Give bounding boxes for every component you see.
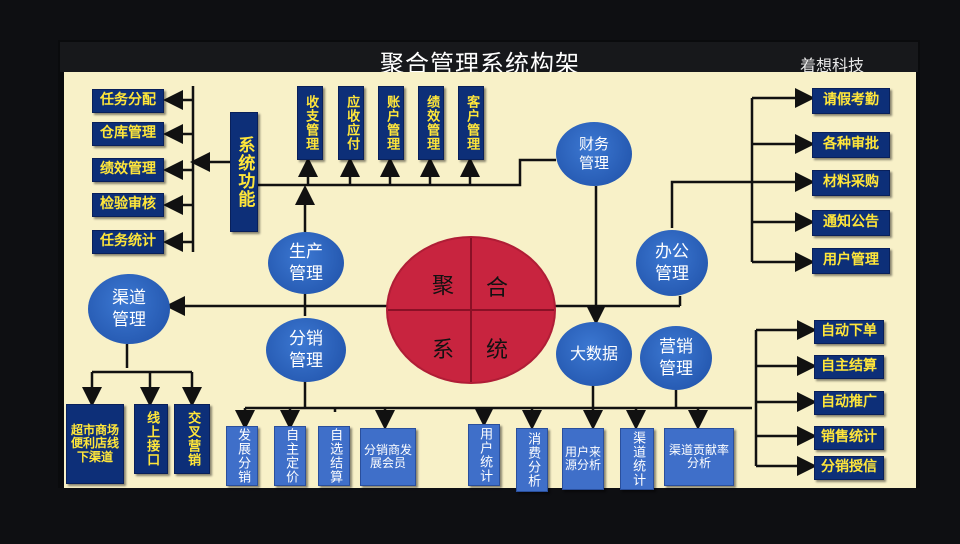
credit-box: 分销授信 (814, 456, 884, 480)
self-settle-box: 自主结算 (814, 355, 884, 379)
auto-order-box: 自动下单 (814, 320, 884, 344)
core-divider (388, 238, 554, 382)
user-mgmt-box: 用户管理 (812, 248, 890, 274)
brand-name: 着想科技 (800, 56, 865, 75)
offline-channel-box: 超市商场便利店线下渠道 (66, 404, 124, 484)
account-box: 账户管理 (378, 86, 404, 160)
customer-box: 客户管理 (458, 86, 484, 160)
marketing-hub-label: 营销管理 (659, 336, 693, 379)
office-hub-label: 办公管理 (655, 241, 689, 284)
warehouse-box: 仓库管理 (92, 122, 164, 146)
system-function-box: 系统功能 (230, 112, 258, 232)
production-hub-label: 生产管理 (289, 241, 323, 284)
core-char-3: 系 (432, 338, 455, 363)
title-bar (60, 42, 918, 72)
core-char-2: 合 (486, 276, 509, 301)
marketing-hub: 营销管理 (640, 326, 712, 390)
core-char-4: 统 (486, 338, 509, 363)
inspection-box: 检验审核 (92, 193, 164, 217)
channel-stats-box: 渠道统计 (620, 428, 654, 490)
consume-analysis-box: 消费分析 (516, 428, 548, 492)
finance-hub-label: 财务管理 (578, 134, 609, 173)
finance-hub: 财务管理 (556, 122, 632, 186)
production-hub: 生产管理 (268, 232, 344, 294)
cross-marketing-box: 交叉营销 (174, 404, 210, 474)
receivable-payable-box: 应收应付 (338, 86, 364, 160)
member-dev-box: 分销商发展会员 (360, 428, 416, 486)
core-char-1: 聚 (432, 274, 455, 299)
core-circle: 聚 合 系 统 (388, 238, 554, 382)
online-api-box: 线上接口 (134, 404, 168, 474)
channel-hub-label: 渠道管理 (112, 287, 146, 330)
sales-stats-box: 销售统计 (814, 426, 884, 450)
task-assign-box: 任务分配 (92, 89, 164, 113)
distribution-hub-label: 分销管理 (289, 328, 323, 371)
user-source-box: 用户来源分析 (562, 428, 604, 490)
channel-contrib-box: 渠道贡献率分析 (664, 428, 734, 486)
procurement-box: 材料采购 (812, 170, 890, 196)
user-stats-box: 用户统计 (468, 424, 500, 486)
distribution-hub: 分销管理 (266, 318, 346, 382)
auto-promo-box: 自动推广 (814, 391, 884, 415)
finance-performance-box: 绩效管理 (418, 86, 444, 160)
notice-box: 通知公告 (812, 210, 890, 236)
approvals-box: 各种审批 (812, 132, 890, 158)
self-pricing-box: 自主定价 (274, 426, 306, 486)
leave-attendance-box: 请假考勤 (812, 88, 890, 114)
develop-dist-box: 发展分销 (226, 426, 258, 486)
office-hub: 办公管理 (636, 230, 708, 296)
channel-hub: 渠道管理 (88, 274, 170, 344)
bigdata-hub: 大数据 (556, 322, 632, 386)
self-checkout-box: 自选结算 (318, 426, 350, 486)
performance-box: 绩效管理 (92, 158, 164, 182)
income-expense-box: 收支管理 (297, 86, 323, 160)
task-stats-box: 任务统计 (92, 230, 164, 254)
